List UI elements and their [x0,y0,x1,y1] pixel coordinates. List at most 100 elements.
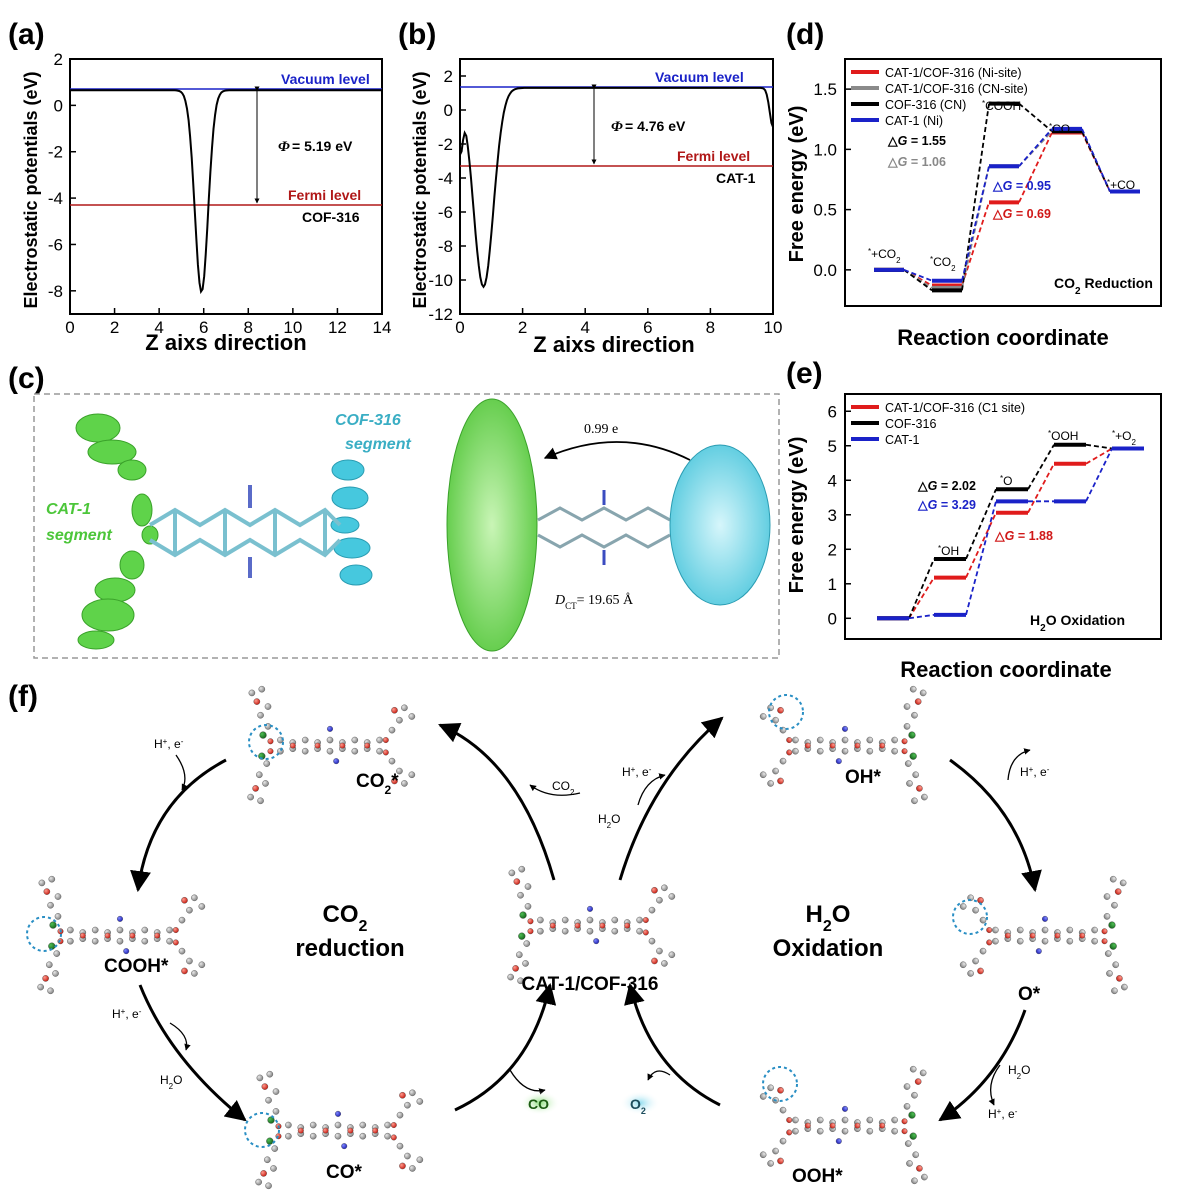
transition-line [965,512,997,578]
atom [792,1127,799,1135]
co2-reduction-label: CO2 [323,901,368,935]
atom [908,731,916,739]
atom [154,932,161,939]
atom [901,738,908,745]
y-tick-label: 0.0 [813,261,837,280]
atom [879,742,886,749]
atom [909,685,917,693]
cat-segment-label: CAT-1 [46,501,91,518]
atom [172,939,179,946]
atom [906,780,913,787]
transition-line [903,269,933,289]
atom [537,927,544,935]
atom [43,888,51,895]
atom [265,1096,272,1104]
plot-frame-b [459,58,774,315]
atom [186,906,193,914]
atom [1004,932,1011,939]
atom [841,1116,849,1124]
atom [661,960,668,967]
panel-label-f: (f) [8,680,38,713]
atom [574,922,581,929]
atom [1041,926,1049,934]
atom [399,1162,406,1170]
mol-label-oh: OH* [845,767,882,788]
mol-label-co2: CO2* [356,771,399,797]
transition-line [903,269,933,292]
atom [904,760,912,767]
atom [1016,926,1024,934]
atom [901,1128,908,1135]
atom [972,957,979,965]
atom [661,884,668,892]
atom [388,757,396,765]
atom [376,736,383,744]
y-ticks-a: 20-2-4-6-8 [48,50,76,301]
atom [1116,975,1123,982]
series-3 [874,126,1140,283]
atom [391,706,398,714]
atom [289,742,296,749]
atom [272,1088,280,1095]
fermi-label-a: Fermi level [288,187,361,203]
dct-label: DCT= 19.65 Å [554,592,634,611]
atom [651,957,658,965]
atom [903,1103,911,1110]
atom [47,987,54,995]
atom [259,731,267,739]
phi-value-a: = 5.19 eV [292,138,353,154]
y-tick-label: 2 [828,540,837,559]
x-tick-label: 8 [244,318,253,337]
atom [986,939,993,946]
panel-label-c: (c) [8,362,45,395]
atom [351,747,359,755]
atom [786,1117,793,1124]
atom [79,932,86,939]
atom [257,797,264,805]
atom [309,1121,317,1129]
atom [416,1156,424,1164]
atom [198,961,206,969]
atom [593,938,600,945]
h2o-oxidation-label-2: Oxidation [773,935,884,962]
atom [816,1127,824,1135]
atom [842,1105,848,1112]
atom [772,1147,779,1155]
atom [835,1138,842,1145]
atom [1106,970,1113,977]
atom [256,1074,264,1082]
atom [1103,893,1111,900]
x-tick-label: 10 [283,318,302,337]
x-axis-label-d: Reaction coordinate [897,325,1108,350]
panel-f: (f) [8,680,1128,1190]
atom [166,937,173,945]
atom [879,1122,886,1129]
legend-label: COF-316 [885,417,936,431]
atom [1091,926,1098,934]
plot-frame-a [69,58,383,315]
atom [508,869,516,877]
atom [611,916,619,924]
y-tick-label: -8 [48,282,63,301]
atom [46,961,53,969]
atom [104,932,111,939]
active-site-markers [26,694,988,1148]
reagent-h2o: H2O [598,812,620,830]
atom [772,716,779,724]
atom [792,747,799,755]
atom [524,903,532,910]
charge-value: 0.99 e [584,422,618,437]
atom [326,736,334,744]
x-tick-label: 6 [643,318,652,337]
atom [611,927,619,935]
atom [903,1083,911,1090]
panel-label-d: (d) [786,18,824,51]
atom [301,736,309,744]
transition-line [903,269,933,287]
atom [786,1129,793,1136]
atom [959,961,967,969]
mol-label-ooh: OOH* [792,1166,843,1187]
atom [1079,932,1086,939]
transition-line [1085,448,1113,502]
